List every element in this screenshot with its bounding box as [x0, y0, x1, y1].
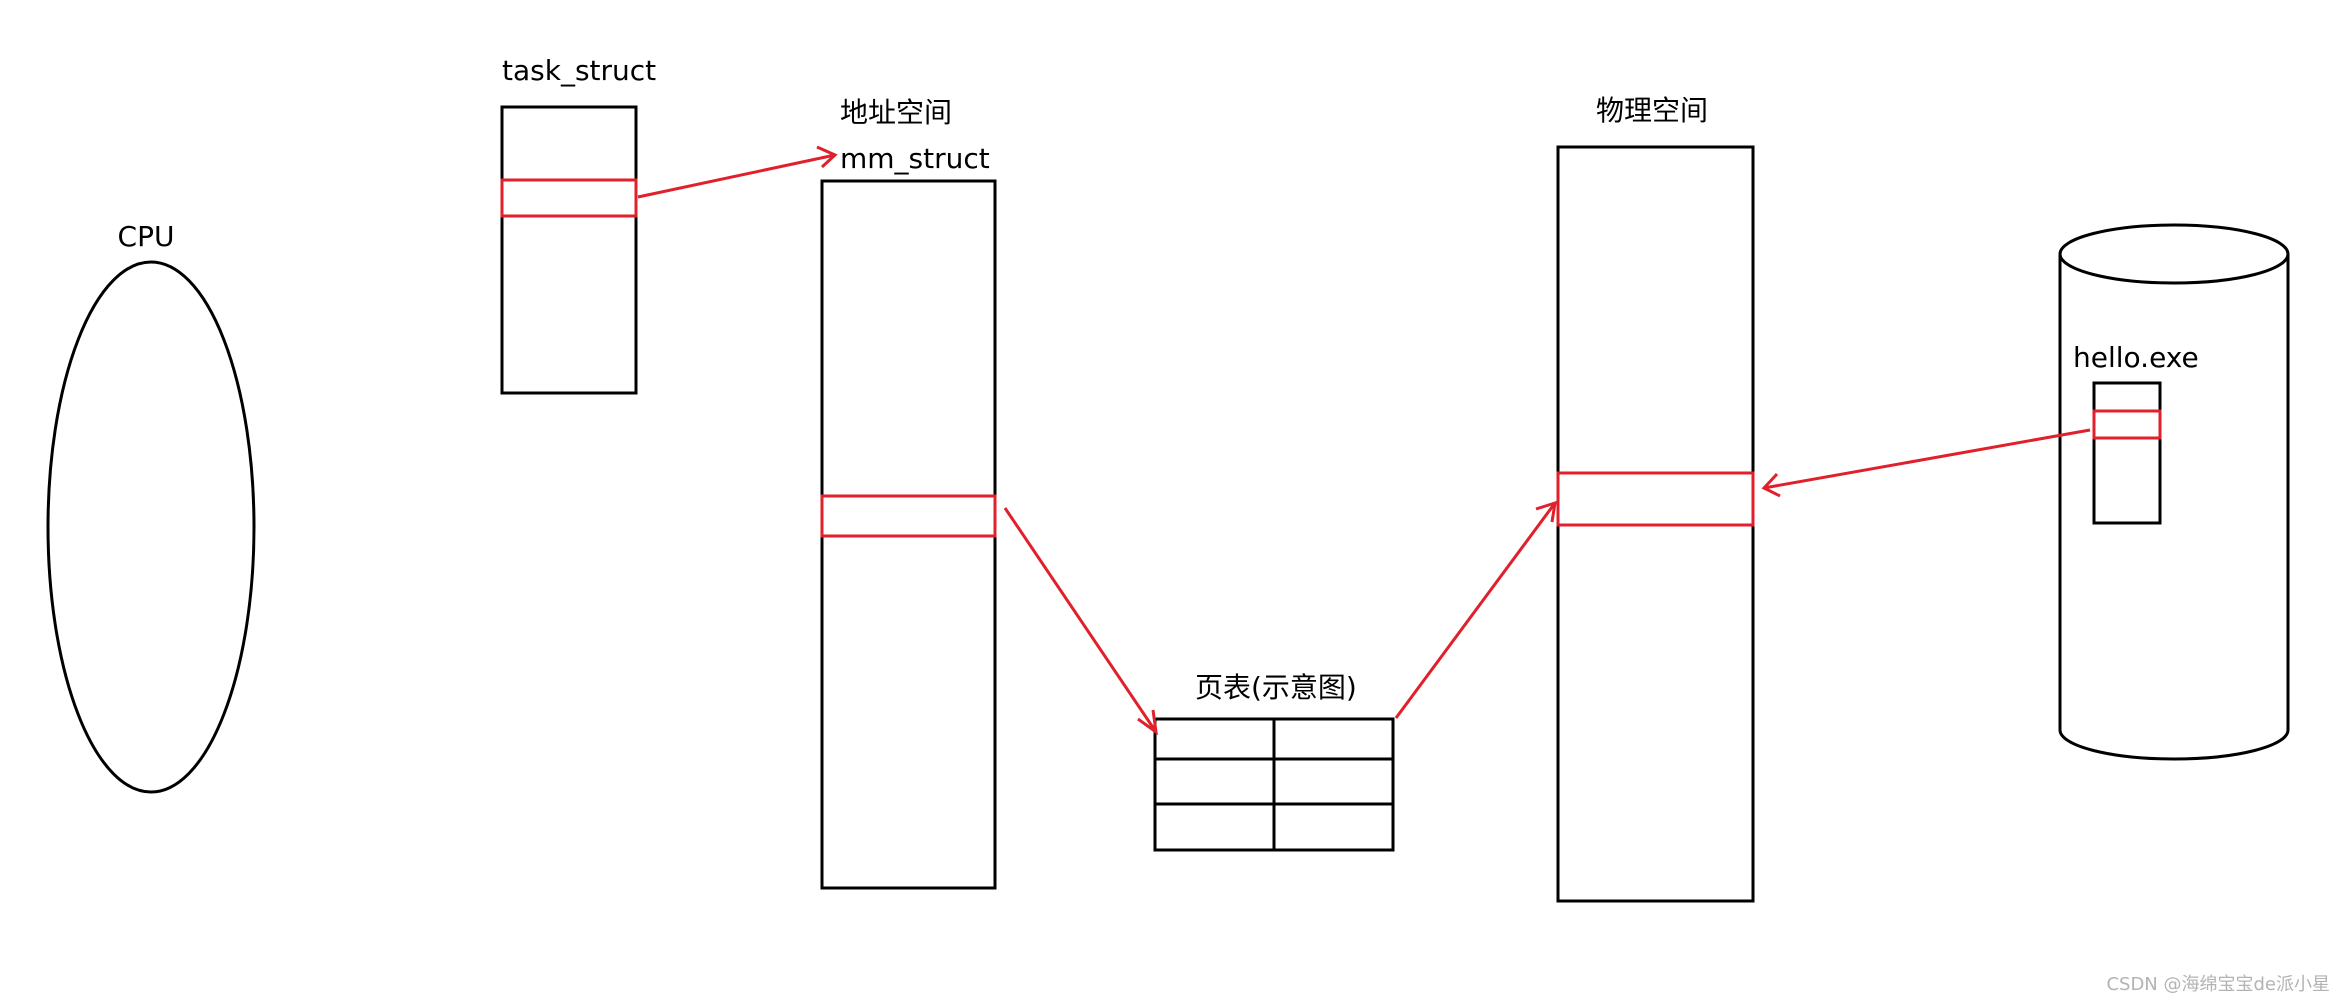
hello-exe-label: hello.exe	[2073, 341, 2199, 374]
page-table-label: 页表(示意图)	[1195, 671, 1357, 704]
mm-struct-highlight	[820, 494, 997, 538]
arrow-disk-to-physical	[1761, 428, 2091, 498]
physical-space-highlight	[1556, 471, 1755, 527]
mm-struct-label: mm_struct	[840, 142, 990, 175]
arrow-page-table-to-physical	[1394, 500, 1557, 719]
disk-top-ellipse	[2058, 223, 2290, 285]
cpu-label: CPU	[118, 220, 175, 253]
task-struct-highlight	[500, 178, 638, 218]
task-struct-label: task_struct	[502, 54, 656, 87]
address-space-label: 地址空间	[840, 96, 952, 129]
arrow-task-to-mm-struct	[637, 145, 838, 199]
task-struct-box	[500, 105, 638, 395]
hello-exe-highlight	[2092, 409, 2162, 440]
watermark-text: CSDN @海绵宝宝de派小星	[2106, 974, 2330, 995]
hello-exe-box	[2092, 381, 2162, 525]
arrow-mm-struct-to-page-table	[1003, 507, 1158, 736]
cpu-ellipse	[46, 260, 256, 794]
physical-space-label: 物理空间	[1596, 94, 1708, 127]
